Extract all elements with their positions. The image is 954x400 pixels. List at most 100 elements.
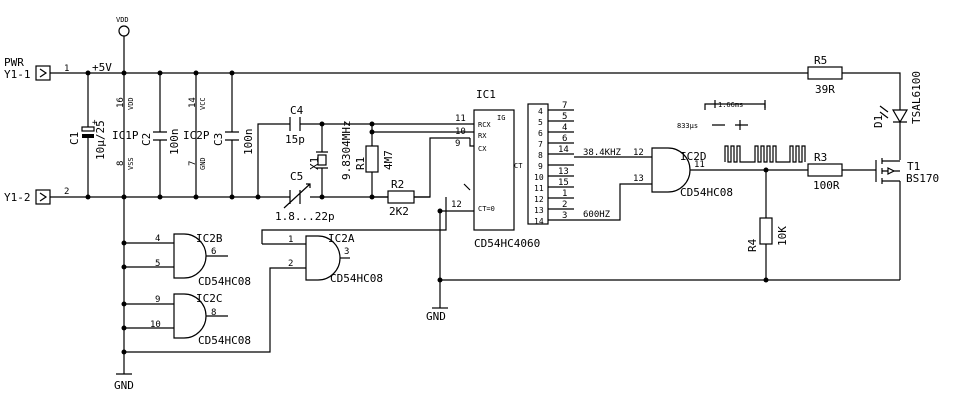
connector1-pin: 1 xyxy=(64,64,69,74)
svg-text:6: 6 xyxy=(538,129,543,138)
svg-text:BS170: BS170 xyxy=(906,172,939,185)
svg-text:13: 13 xyxy=(633,174,644,184)
svg-text:14: 14 xyxy=(534,217,544,226)
svg-text:2: 2 xyxy=(288,259,293,269)
svg-text:CD54HC08: CD54HC08 xyxy=(680,186,733,199)
svg-text:2K2: 2K2 xyxy=(389,205,409,218)
svg-text:IC2C: IC2C xyxy=(196,292,223,305)
capacitor-c1: + C1 10μ/25 xyxy=(68,70,107,200)
connector-y1-1: PWR Y1-1 1 xyxy=(4,56,69,81)
capacitor-c4: C4 15p xyxy=(285,104,305,146)
svg-text:4: 4 xyxy=(562,123,567,133)
connector1-label: Y1-1 xyxy=(4,68,31,81)
svg-text:10: 10 xyxy=(534,173,544,182)
svg-text:100n: 100n xyxy=(168,129,181,156)
svg-text:GND: GND xyxy=(426,310,446,323)
svg-text:4M7: 4M7 xyxy=(382,150,395,170)
connector2-pin: 2 xyxy=(64,187,69,197)
svg-text:100n: 100n xyxy=(242,129,255,156)
svg-text:D1: D1 xyxy=(872,115,885,128)
svg-text:7: 7 xyxy=(562,101,567,111)
timing-waveform: 1.66ms 833μs xyxy=(677,100,806,163)
svg-text:13: 13 xyxy=(534,206,544,215)
vdd-label: VDD xyxy=(116,16,129,24)
counter-ic1: IC1 CD54HC4060 RCX RX CX CT=0 CT IG 11 1… xyxy=(440,88,574,250)
svg-text:5: 5 xyxy=(538,118,543,127)
ground-symbol-mid: GND xyxy=(426,307,448,323)
and-gate-ic2a: IC2A CD54HC08 1 2 3 xyxy=(124,197,447,353)
capacitor-c5: C5 1.8...22p xyxy=(275,170,335,223)
ic2p-power: IC2P 14 VCC 7 GND xyxy=(183,70,210,200)
svg-text:1.66ms: 1.66ms xyxy=(718,101,743,109)
crystal-x1: X1 9.8304MHz xyxy=(308,120,353,200)
svg-text:TSAL6100: TSAL6100 xyxy=(910,71,923,124)
svg-text:R5: R5 xyxy=(814,54,827,67)
svg-text:4: 4 xyxy=(155,234,160,244)
svg-text:C3: C3 xyxy=(212,133,225,146)
svg-text:1.8...22p: 1.8...22p xyxy=(275,210,335,223)
svg-text:CT: CT xyxy=(514,162,523,170)
svg-text:CD54HC08: CD54HC08 xyxy=(198,275,251,288)
and-gate-ic2b: IC2B CD54HC08 4 5 6 xyxy=(121,232,251,288)
svg-text:RCX: RCX xyxy=(478,121,491,129)
svg-text:833μs: 833μs xyxy=(677,122,698,130)
svg-text:CD54HC08: CD54HC08 xyxy=(198,334,251,347)
svg-text:CD54HC08: CD54HC08 xyxy=(330,272,383,285)
capacitor-c2: C2 100n xyxy=(140,70,181,200)
ic1p-name: IC1P xyxy=(112,129,139,142)
svg-text:CX: CX xyxy=(478,145,487,153)
c1-name: C1 xyxy=(68,132,81,145)
freq-600: 600HZ xyxy=(583,210,611,220)
svg-text:IG: IG xyxy=(497,114,505,122)
svg-text:2: 2 xyxy=(562,200,567,210)
svg-text:R1: R1 xyxy=(354,157,367,170)
svg-text:6: 6 xyxy=(562,134,567,144)
svg-text:9: 9 xyxy=(455,139,460,149)
svg-text:3: 3 xyxy=(562,211,567,221)
and-gate-ic2d: IC2D CD54HC08 12 13 11 xyxy=(633,147,876,199)
resistor-r5: R5 39R xyxy=(807,54,843,96)
svg-text:14: 14 xyxy=(558,145,569,155)
ground-symbol-bottom: GND xyxy=(114,352,134,392)
svg-text:8: 8 xyxy=(116,161,126,166)
resistor-r1: R1 4M7 xyxy=(354,121,395,200)
svg-text:14: 14 xyxy=(188,97,198,108)
svg-text:IC2D: IC2D xyxy=(680,150,707,163)
svg-text:39R: 39R xyxy=(815,83,835,96)
resistor-r2: R2 2K2 xyxy=(372,178,430,218)
rail-label: +5V xyxy=(92,61,112,74)
svg-text:9.8304MHz: 9.8304MHz xyxy=(340,120,353,180)
and-gate-ic2c: IC2C CD54HC08 9 10 8 xyxy=(121,292,251,355)
svg-text:4: 4 xyxy=(538,107,543,116)
svg-text:12: 12 xyxy=(534,195,544,204)
svg-text:VCC: VCC xyxy=(199,97,207,110)
svg-text:10K: 10K xyxy=(776,226,789,246)
svg-text:15p: 15p xyxy=(285,133,305,146)
svg-text:10: 10 xyxy=(150,320,161,330)
svg-text:12: 12 xyxy=(451,200,462,210)
svg-text:R2: R2 xyxy=(391,178,404,191)
ic1-name: IC1 xyxy=(476,88,496,101)
capacitor-c3: C3 100n xyxy=(212,70,255,200)
svg-text:C2: C2 xyxy=(140,133,153,146)
svg-text:7: 7 xyxy=(188,161,198,166)
svg-text:C4: C4 xyxy=(290,104,304,117)
svg-text:X1: X1 xyxy=(308,157,321,170)
svg-text:GND: GND xyxy=(114,379,134,392)
svg-text:5: 5 xyxy=(562,112,567,122)
ic2p-name: IC2P xyxy=(183,129,210,142)
pwr-label: PWR xyxy=(4,56,24,69)
svg-text:5: 5 xyxy=(155,259,160,269)
svg-text:3: 3 xyxy=(344,247,349,257)
svg-text:11: 11 xyxy=(534,184,544,193)
ic1-part: CD54HC4060 xyxy=(474,237,540,250)
svg-text:100R: 100R xyxy=(813,179,840,192)
svg-text:IC2B: IC2B xyxy=(196,232,223,245)
svg-text:10: 10 xyxy=(455,127,466,137)
svg-text:1: 1 xyxy=(288,235,293,245)
svg-text:R3: R3 xyxy=(814,151,827,164)
svg-text:16: 16 xyxy=(116,97,126,108)
mosfet-t1: T1 BS170 xyxy=(875,158,939,280)
svg-text:7: 7 xyxy=(538,140,543,149)
